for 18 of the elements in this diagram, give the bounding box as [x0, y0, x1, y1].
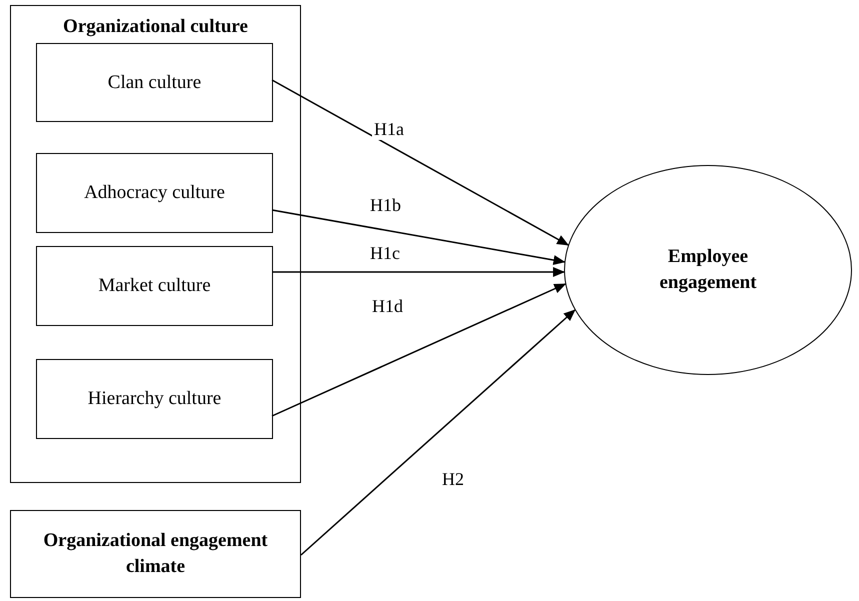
node-label: Adhocracy culture [83, 181, 226, 205]
arrow [300, 309, 576, 556]
arrow [272, 283, 566, 417]
group-title: Organizational culture [62, 15, 249, 39]
construct-box [36, 359, 273, 439]
node-label: Employee engagement [658, 245, 758, 295]
construct-box [10, 510, 301, 598]
node-label: Hierarchy culture [86, 387, 222, 411]
construct-box [36, 43, 273, 122]
node-label: Market culture [97, 274, 212, 298]
construct-box [36, 153, 273, 233]
node-label: Clan culture [106, 70, 202, 94]
group-box [10, 5, 301, 483]
arrow [272, 267, 566, 277]
arrow [272, 79, 570, 246]
construct-box [36, 246, 273, 326]
arrow [272, 209, 566, 265]
node-label: Organizational engagement climate [42, 529, 269, 579]
